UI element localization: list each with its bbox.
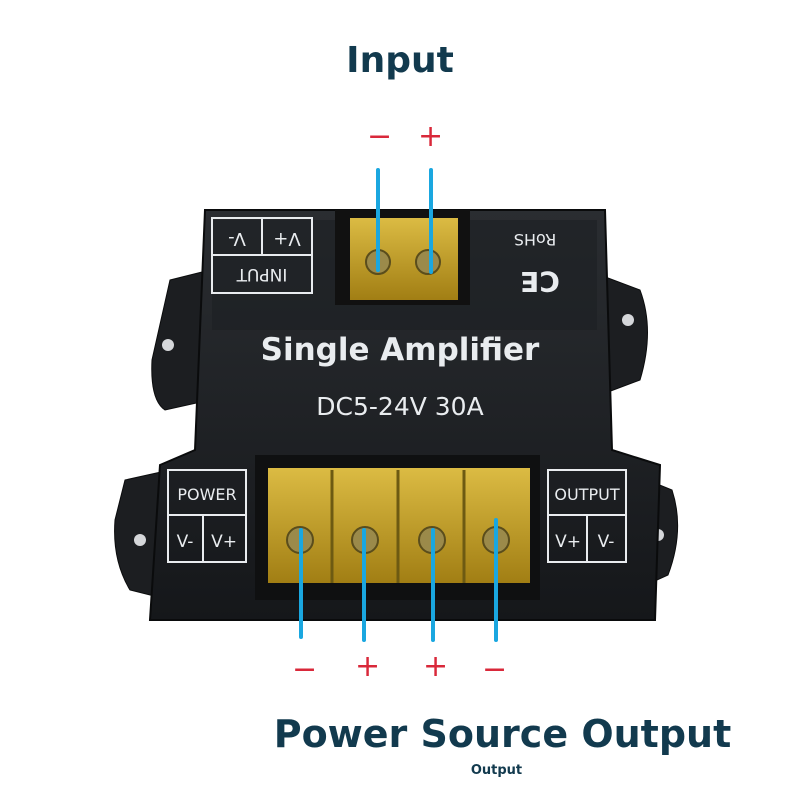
- device-rating: DC5-24V 30A: [316, 392, 483, 421]
- input-positive-sign: +: [418, 119, 444, 154]
- power-label: POWER: [177, 485, 236, 504]
- input-heading: Input: [346, 40, 454, 81]
- output-negative-sign: −: [482, 652, 508, 687]
- power-negative-sign: −: [292, 652, 318, 687]
- input-negative-sign: −: [367, 119, 393, 154]
- output-vminus-label: V-: [598, 532, 615, 552]
- output-subheading: Output: [470, 763, 523, 778]
- power-positive-sign: +: [355, 649, 381, 684]
- mount-hole-icon: [622, 314, 634, 326]
- left-top-flange: [151, 269, 211, 411]
- input-vminus-label: V-: [228, 228, 246, 249]
- mount-hole-icon: [134, 534, 146, 546]
- ce-mark: CE: [520, 265, 560, 298]
- output-positive-sign: +: [423, 649, 449, 684]
- input-vplus-label: V+: [273, 228, 300, 249]
- power-source-output-heading: Power Source Output: [273, 712, 732, 756]
- device-name: Single Amplifier: [261, 332, 540, 368]
- power-vminus-label: V-: [177, 532, 194, 552]
- power-vplus-label: V+: [211, 532, 237, 552]
- screw-icon: [415, 249, 441, 275]
- right-top-flange: [599, 274, 648, 396]
- output-label: OUTPUT: [554, 485, 619, 504]
- rohs-label: RoHS: [514, 230, 556, 249]
- output-vplus-label: V+: [555, 532, 581, 552]
- mount-hole-icon: [162, 339, 174, 351]
- input-label: INPUT: [236, 264, 287, 284]
